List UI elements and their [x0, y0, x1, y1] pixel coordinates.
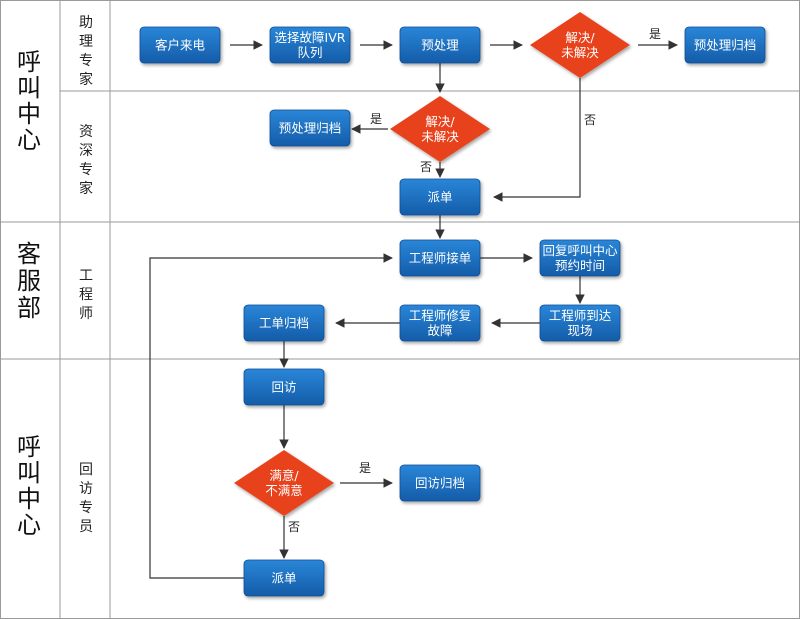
department-label-call-center-bottom: 呼叫中心 — [17, 433, 41, 539]
role-label-senior-expert: 资深专家 — [79, 124, 93, 197]
process-n_visit: 回访 — [243, 368, 325, 406]
process-box — [243, 304, 325, 342]
connector-line — [493, 78, 581, 202]
process-box — [269, 26, 351, 64]
node-label: 工单归档 — [259, 316, 309, 331]
process-n_arch2: 预处理归档 — [269, 109, 351, 147]
node-label: 工程师到达现场 — [549, 308, 612, 338]
node-label: 预处理归档 — [694, 38, 757, 53]
process-n_arrive: 工程师到达现场 — [539, 304, 621, 342]
process-box — [539, 304, 621, 342]
node-label: 满意/不满意 — [265, 468, 303, 498]
process-n_call: 客户来电 — [139, 26, 221, 64]
edge-d3-to-n_disp2: 否 — [279, 516, 300, 559]
edge-n_disp2-to-n_accept — [149, 253, 393, 579]
process-box — [139, 26, 221, 64]
edge-label: 否 — [288, 520, 300, 534]
department-label-call-center-top: 呼叫中心 — [17, 48, 41, 154]
process-box — [539, 239, 621, 277]
process-box — [399, 239, 481, 277]
edge-d2-to-n_disp1: 否 — [420, 160, 445, 178]
decision-d2: 解决/未解决 — [390, 96, 490, 162]
process-n_order_arch: 工单归档 — [243, 304, 325, 342]
process-n_disp1: 派单 — [399, 178, 481, 216]
node-label: 派单 — [427, 190, 452, 205]
process-box — [684, 26, 766, 64]
process-n_accept: 工程师接单 — [399, 239, 481, 277]
process-box — [399, 26, 481, 64]
node-label: 预处理归档 — [279, 121, 342, 136]
process-box — [399, 464, 481, 502]
role-label-assistant-expert: 助理专家 — [79, 15, 93, 88]
process-n_visit_arch: 回访归档 — [399, 464, 481, 502]
decision-d1: 解决/未解决 — [530, 12, 630, 78]
department-labels: 呼叫中心 客服部 呼叫中心 — [17, 48, 41, 539]
process-n_disp2: 派单 — [243, 559, 325, 597]
process-n_callback: 回复呼叫中心预约时间 — [539, 239, 621, 277]
edge-label: 是 — [359, 461, 371, 475]
node-label: 派单 — [271, 571, 296, 586]
node-label: 预处理 — [421, 38, 459, 53]
node-label: 解决/未解决 — [421, 114, 459, 144]
process-n_pre1: 预处理 — [399, 26, 481, 64]
edge-label: 是 — [649, 27, 661, 41]
decision-diamond — [390, 96, 490, 162]
edge-label: 否 — [420, 160, 432, 174]
process-box — [269, 109, 351, 147]
edge-d2-to-n_arch2: 是 — [351, 112, 388, 134]
edge-d1-to-n_arch1: 是 — [638, 27, 678, 50]
department-label-customer-service: 客服部 — [17, 240, 41, 322]
process-n_repair: 工程师修复故障 — [399, 304, 481, 342]
node-label: 回访归档 — [415, 476, 465, 491]
process-box — [399, 178, 481, 216]
process-n_arch1: 预处理归档 — [684, 26, 766, 64]
edge-d1-to-n_disp1: 否 — [493, 78, 596, 202]
node-label: 工程师修复故障 — [409, 308, 472, 338]
decision-d3: 满意/不满意 — [234, 450, 334, 516]
role-labels: 助理专家 资深专家 工程师 回访专员 — [79, 15, 93, 535]
node-label: 回复呼叫中心预约时间 — [542, 243, 618, 273]
decision-diamond — [530, 12, 630, 78]
connector-line — [149, 253, 393, 579]
edge-label: 否 — [584, 113, 596, 127]
role-label-return-visit-specialist: 回访专员 — [79, 462, 93, 535]
node-label: 工程师接单 — [409, 251, 472, 266]
node-label: 回访 — [271, 380, 296, 395]
decision-diamond — [234, 450, 334, 516]
process-box — [243, 559, 325, 597]
edge-label: 是 — [370, 112, 382, 126]
process-box — [243, 368, 325, 406]
node-label: 解决/未解决 — [561, 30, 599, 60]
process-box — [399, 304, 481, 342]
edge-d3-to-n_visit_arch: 是 — [340, 461, 393, 488]
node-label: 客户来电 — [155, 38, 206, 53]
role-label-engineer: 工程师 — [79, 268, 93, 322]
